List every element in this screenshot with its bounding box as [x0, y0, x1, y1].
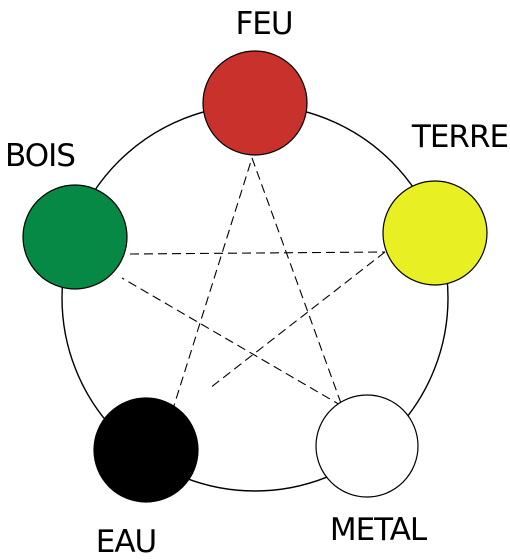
label-eau: EAU: [96, 524, 156, 560]
star-line-metal-bois: [121, 277, 343, 407]
element-circle-metal: [315, 394, 419, 498]
label-terre: TERRE: [411, 119, 508, 155]
star-line-feu-metal: [251, 157, 343, 407]
star-line-terre-eau: [209, 251, 386, 389]
star-line-eau-feu: [171, 157, 253, 413]
controlling-cycle-star: [121, 157, 386, 413]
element-circle-terre: [382, 180, 488, 286]
element-circle-bois: [22, 184, 128, 290]
label-feu: FEU: [235, 6, 292, 42]
label-bois: BOIS: [5, 138, 75, 174]
star-line-bois-terre: [129, 251, 386, 255]
element-circle-eau: [93, 397, 199, 503]
element-circle-feu: [202, 50, 308, 156]
label-metal: METAL: [330, 512, 428, 548]
